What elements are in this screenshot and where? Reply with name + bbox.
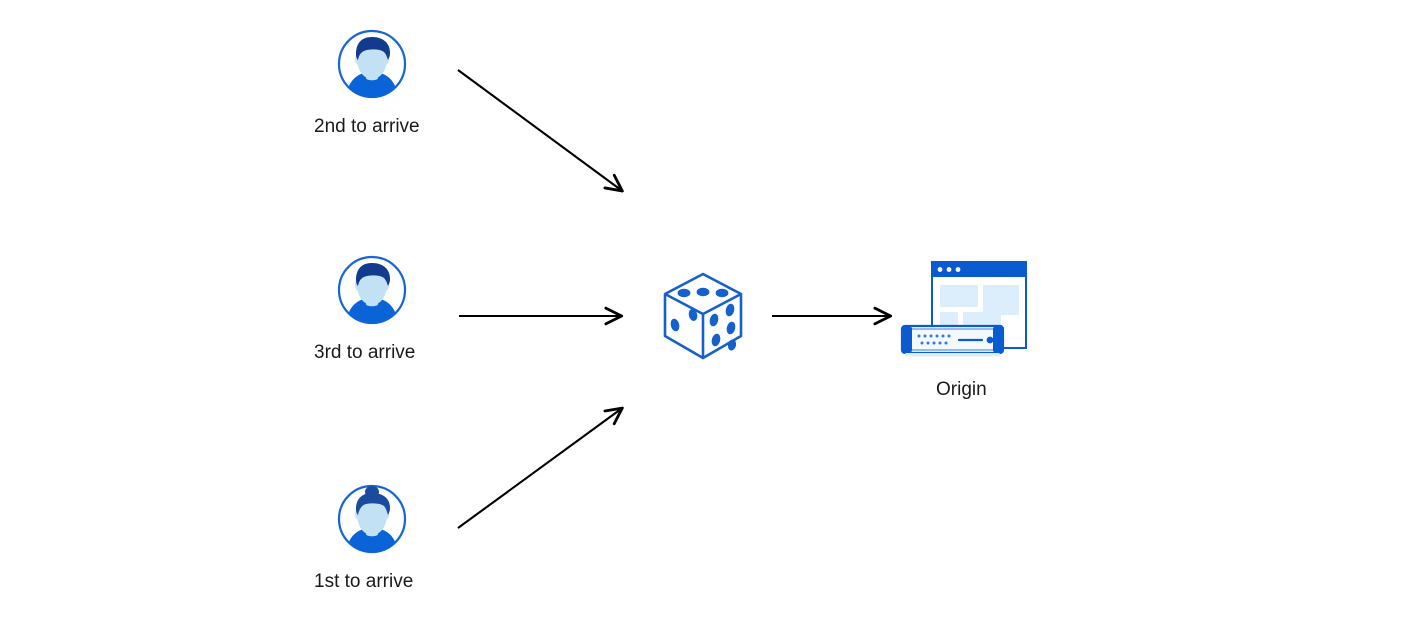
user-avatar-icon: [336, 483, 408, 555]
arrow-1st-to-dice: [457, 409, 621, 529]
dice-icon: [658, 268, 748, 364]
arrow-2nd-to-dice: [457, 69, 621, 190]
user-avatar-icon: [336, 254, 408, 326]
client-label-2nd: 2nd to arrive: [314, 116, 420, 137]
browser-dot: [946, 267, 952, 272]
user-avatar-icon: [336, 28, 408, 100]
origin-label: Origin: [936, 379, 987, 400]
browser-dot: [937, 267, 943, 272]
browser-dot: [955, 267, 961, 272]
origin-server-icon: [896, 258, 1028, 362]
client-label-1st: 1st to arrive: [314, 571, 414, 592]
client-label-3rd: 3rd to arrive: [314, 342, 416, 363]
